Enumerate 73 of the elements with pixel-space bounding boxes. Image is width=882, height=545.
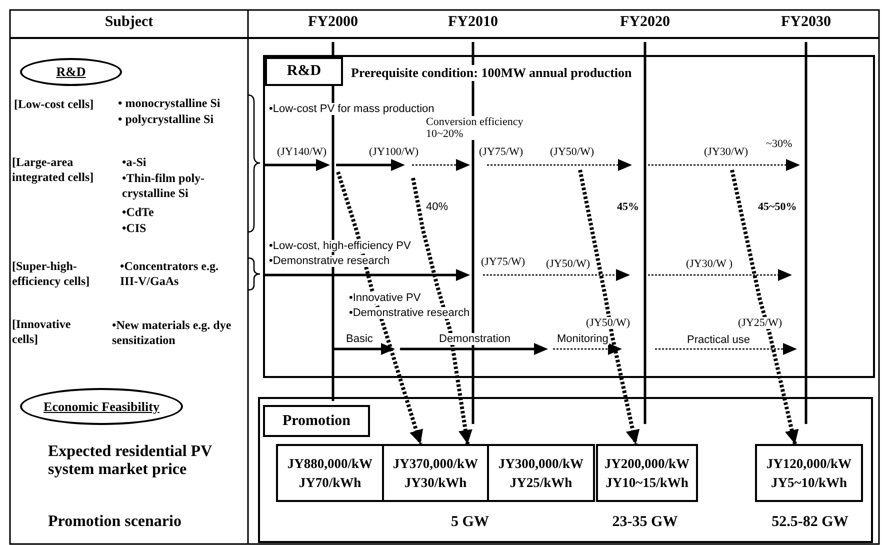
item-text: • monocrystalline Si (118, 96, 220, 111)
price-text: JY70/kWh (298, 474, 362, 490)
item-text: •Concentrators e.g. III-V/GaAs (120, 259, 220, 289)
cost-label: (JY75/W) (480, 256, 526, 268)
category-label: [Low-cost cells] (14, 97, 94, 112)
price-text: JY5~10/kWh (770, 474, 848, 490)
cost-label: (JY30/W ) (685, 258, 734, 270)
efficiency-value: 40% (425, 201, 450, 213)
price-text: JY30/kWh (404, 474, 467, 490)
section-tab (265, 57, 343, 86)
cost-label: (JY50/W) (549, 146, 595, 158)
item-text: •a-Si (122, 155, 146, 170)
section-heading: Economic Feasibility (44, 398, 160, 414)
cost-label: (JY75/W) (478, 146, 524, 158)
efficiency-value: 45% (616, 201, 640, 213)
dotted-arrow (578, 170, 640, 444)
year-header: FY2030 (780, 14, 832, 31)
category-label: [Super-high- efficiency cells] (12, 259, 91, 289)
capacity-value: 23-35 GW (611, 514, 679, 531)
stage-label: Monitoring (556, 333, 610, 345)
price-box (382, 444, 489, 502)
goal-text: •Low-cost PV for mass production (268, 103, 436, 115)
goal-text: •Demonstrative research (268, 255, 391, 267)
panel-frame (258, 397, 873, 543)
price-box (755, 444, 863, 502)
section-heading: R&D (56, 64, 86, 80)
price-text: JY10~15/kWh (606, 474, 688, 490)
condition-note: Prerequisite condition: 100MW annual production (350, 65, 633, 81)
price-text: JY200,000/kW (604, 456, 690, 472)
price-text: JY25/kWh (510, 474, 572, 490)
price-box (596, 444, 698, 502)
efficiency-value: ~30% (765, 138, 794, 150)
stage-label: Basic (345, 333, 374, 345)
item-text: •CdTe (122, 205, 154, 220)
item-text: •New materials e.g. dye sensitization (112, 318, 232, 348)
item-text: • polycrystalline Si (118, 112, 214, 127)
panel-frame (263, 55, 875, 378)
goal-text: •Low-cost, high-efficiency PV (268, 240, 412, 252)
price-text: JY120,000/kW (766, 456, 852, 472)
cost-label: (JY50/W) (545, 258, 591, 270)
stage-label: Practical use (686, 334, 751, 346)
dotted-arrow (336, 171, 424, 445)
cost-label: (JY25/W) (737, 317, 783, 329)
goal-text: •Innovative PV (348, 292, 422, 304)
capacity-value: 52.5-82 GW (770, 514, 850, 531)
section-heading: Promotion (282, 412, 351, 430)
price-text: JY300,000/kW (498, 456, 584, 472)
efficiency-value: 45~50% (757, 201, 798, 213)
row-label: Expected residential PV system market price (48, 443, 213, 479)
section-tab (263, 405, 370, 437)
capacity-value: 5 GW (450, 514, 490, 531)
cost-label: (JY30/W) (703, 146, 749, 158)
stage-label: Demonstration (438, 333, 512, 345)
goal-text: •Demonstrative research (348, 307, 471, 319)
cost-label: (JY50/W) (585, 317, 631, 329)
item-text: •CIS (122, 221, 146, 236)
year-header: FY2010 (447, 14, 499, 31)
price-box (487, 444, 595, 502)
cost-label: (JY140/W) (276, 146, 328, 158)
price-text: JY370,000/kW (392, 456, 478, 472)
price-text: JY880,000/kW (287, 456, 373, 472)
category-label: [Innovative cells] (12, 317, 72, 347)
column-header: Subject (104, 14, 154, 31)
section-heading: R&D (286, 63, 322, 80)
category-label: [Large-area integrated cells] (12, 155, 95, 185)
row-label: Promotion scenario (48, 513, 182, 531)
year-header: FY2020 (619, 14, 671, 31)
dotted-arrow (730, 170, 799, 444)
dotted-arrow (411, 178, 472, 444)
cost-label: (JY100/W) (368, 146, 420, 158)
item-text: •Thin-film poly- crystalline Si (122, 171, 206, 201)
year-header: FY2000 (307, 14, 359, 31)
price-box (276, 444, 384, 502)
